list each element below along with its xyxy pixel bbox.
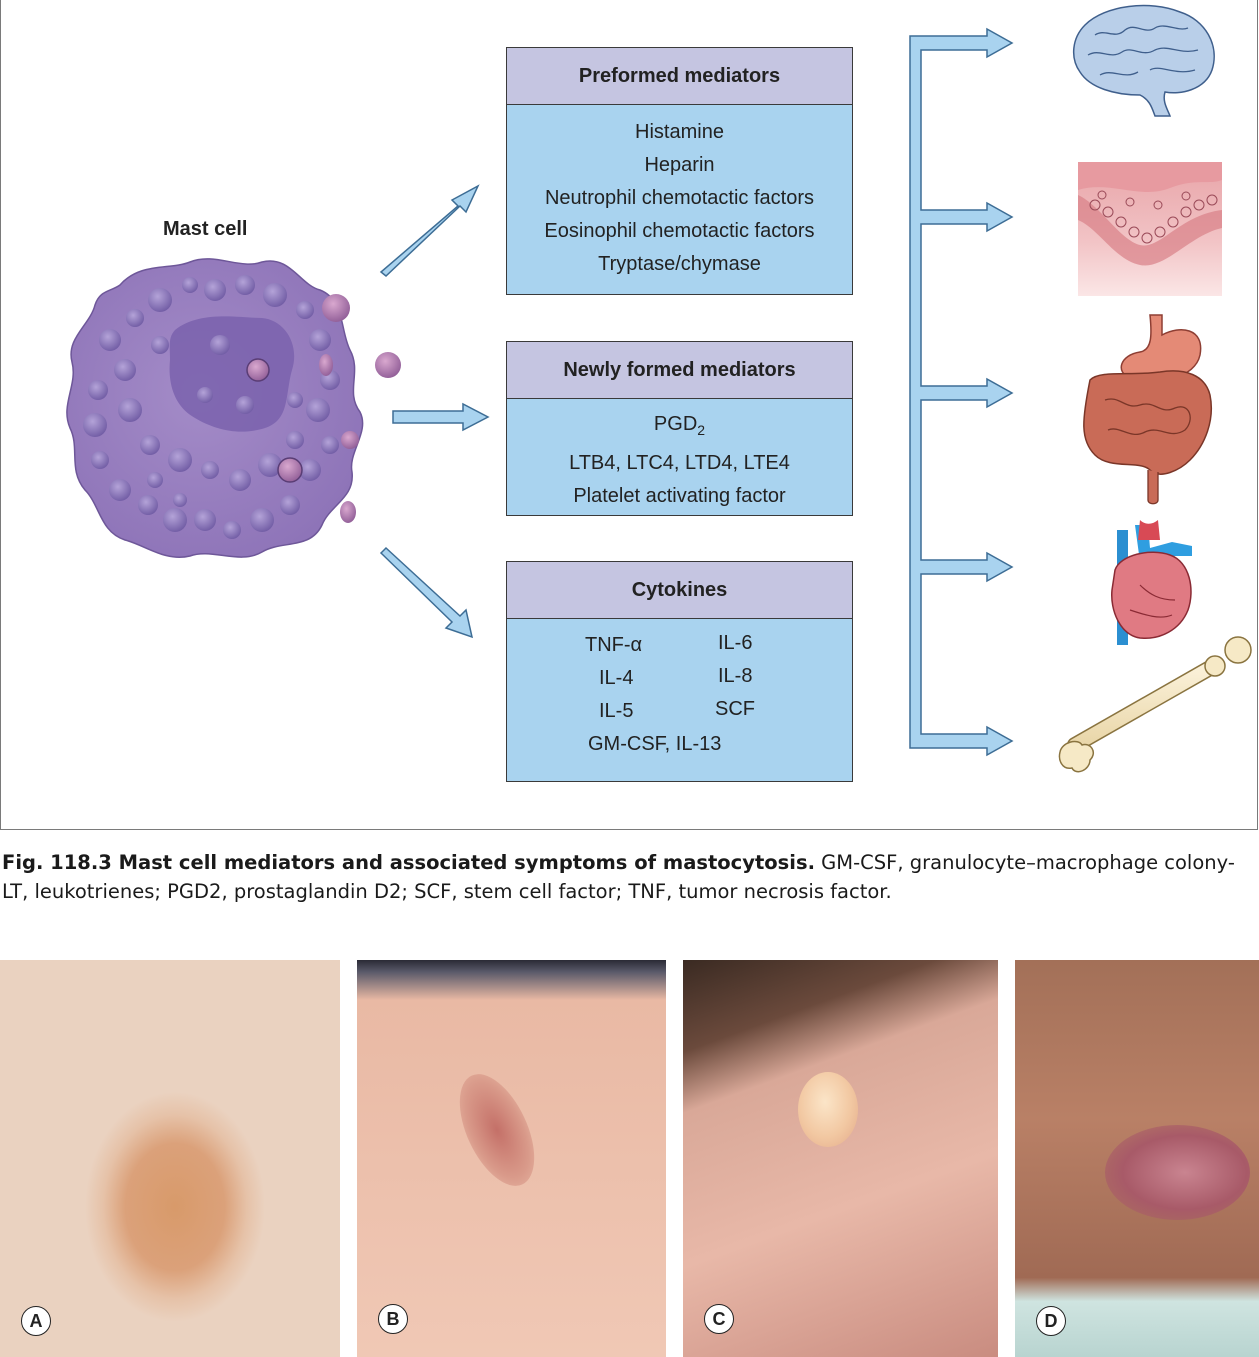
- lesion-d: [1105, 1125, 1250, 1220]
- clinical-photo-a: A: [0, 960, 340, 1357]
- preformed-item: Histamine: [635, 121, 724, 143]
- newly-formed-mediators-title: Newly formed mediators: [507, 342, 852, 399]
- brain-icon: [1073, 4, 1215, 117]
- preformed-item: Neutrophil chemotactic factors: [544, 187, 814, 209]
- cytokines-title: Cytokines: [507, 562, 852, 619]
- cytokine-item: IL-5: [599, 700, 634, 722]
- arrow-to-preformed: [379, 184, 480, 277]
- arrow-to-newly-formed: [392, 402, 490, 432]
- preformed-mediators-title: Preformed mediators: [507, 48, 852, 105]
- caption-line2: LT, leukotrienes; PGD2, prostaglandin D2…: [2, 880, 892, 903]
- bone-icon: [1058, 636, 1252, 773]
- cytokines-box: Cytokines: [506, 561, 853, 782]
- photo-label-c: C: [704, 1304, 734, 1334]
- pgd-base: PGD: [653, 413, 698, 435]
- diagram-graphics: [66, 4, 1252, 773]
- newly-formed-item-paf: Platelet activating factor: [573, 485, 786, 507]
- figure-caption: Fig. 118.3 Mast cell mediators and assoc…: [2, 848, 1259, 906]
- photo-label-a: A: [21, 1306, 51, 1336]
- newly-formed-item-leukotrienes: LTB4, LTC4, LTD4, LTE4: [569, 452, 790, 474]
- mast-cell-label: Mast cell: [163, 218, 248, 240]
- caption-title: Fig. 118.3 Mast cell mediators and assoc…: [2, 851, 815, 874]
- gastrointestinal-icon: [1083, 314, 1212, 505]
- heart-icon: [1111, 520, 1192, 645]
- photo-label-d: D: [1036, 1306, 1066, 1336]
- caption-line1: GM-CSF, granulocyte–macrophage colony-: [814, 851, 1235, 874]
- preformed-item: Heparin: [644, 154, 715, 176]
- cytokine-item: IL-6: [718, 632, 753, 654]
- preformed-mediators-box: Preformed mediators Histamine Heparin Ne…: [506, 47, 853, 295]
- skin-icon: [1078, 162, 1222, 296]
- lesion-b: [444, 1062, 550, 1198]
- newly-formed-item-pgd2: PGD2: [507, 408, 852, 447]
- clinical-photo-c: C: [683, 960, 998, 1357]
- clinical-photo-d: D: [1015, 960, 1259, 1357]
- clinical-photo-b: B: [357, 960, 666, 1357]
- cytokine-item: SCF: [715, 698, 755, 720]
- mast-cell-illustration: [66, 258, 401, 558]
- pgd-subscript: 2: [697, 422, 706, 438]
- newly-formed-mediators-box: Newly formed mediators PGD2 LTB4, LTC4, …: [506, 341, 853, 516]
- organ-distribution-bracket: [909, 27, 1014, 757]
- cytokine-item: TNF-α: [585, 634, 643, 656]
- preformed-item: Eosinophil chemotactic factors: [544, 220, 815, 242]
- lesion-c: [798, 1072, 858, 1147]
- arrow-to-cytokines: [379, 546, 474, 639]
- cytokine-item: GM-CSF, IL-13: [588, 733, 722, 755]
- cytokine-item: IL-8: [718, 665, 753, 687]
- photo-label-b: B: [378, 1304, 408, 1334]
- preformed-item: Tryptase/chymase: [598, 253, 761, 275]
- cytokine-item: IL-4: [599, 667, 634, 689]
